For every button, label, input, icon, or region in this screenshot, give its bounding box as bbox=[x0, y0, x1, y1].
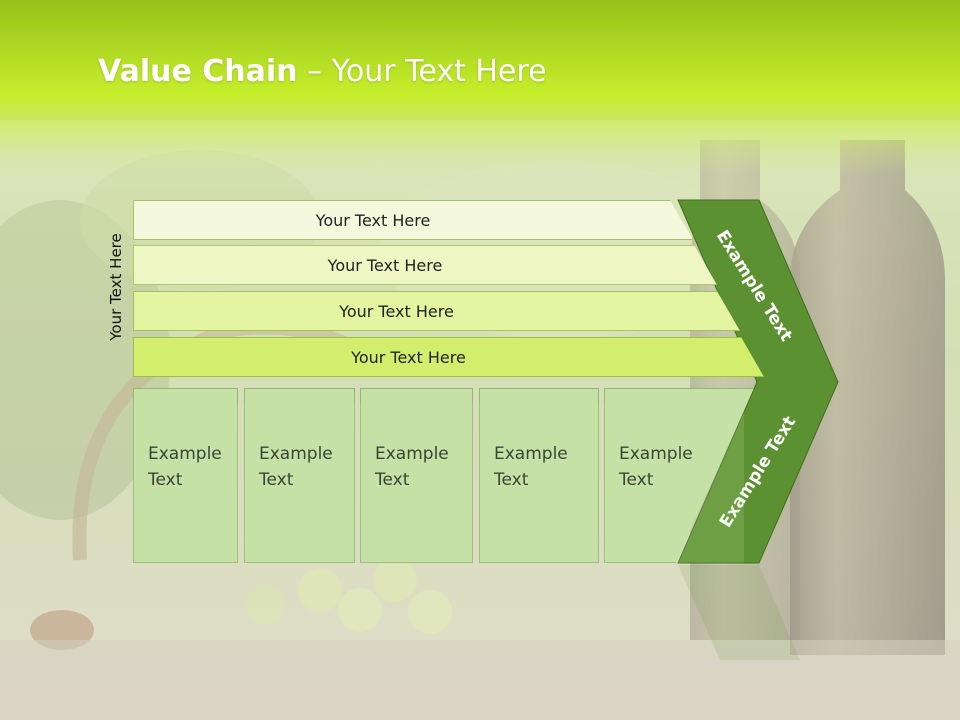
box-line-2: Text bbox=[494, 470, 529, 490]
box-line-1: Example bbox=[494, 444, 568, 464]
chevron-arrow bbox=[677, 199, 839, 564]
support-row-4[interactable]: Your Text Here bbox=[133, 337, 764, 377]
support-row-1[interactable]: Your Text Here bbox=[133, 200, 693, 240]
side-label: Your Text Here bbox=[107, 233, 125, 341]
box-line-1: Example bbox=[375, 444, 449, 464]
title-bold: Value Chain bbox=[98, 54, 298, 89]
primary-box-4[interactable]: Example Text bbox=[479, 388, 599, 563]
box-line-1: Example bbox=[259, 444, 333, 464]
box-line-2: Text bbox=[148, 470, 183, 490]
primary-box-1[interactable]: Example Text bbox=[133, 388, 238, 563]
box-line-2: Text bbox=[375, 470, 410, 490]
support-row-2[interactable]: Your Text Here bbox=[133, 245, 717, 285]
slide-title: Value Chain – Your Text Here bbox=[98, 54, 547, 89]
box-line-1: Example bbox=[619, 444, 693, 464]
box-line-2: Text bbox=[259, 470, 294, 490]
primary-box-2[interactable]: Example Text bbox=[244, 388, 355, 563]
primary-box-3[interactable]: Example Text bbox=[360, 388, 473, 563]
title-rest: – Your Text Here bbox=[297, 54, 547, 89]
box-line-1: Example bbox=[148, 444, 222, 464]
box-line-2: Text bbox=[619, 470, 654, 490]
support-row-3[interactable]: Your Text Here bbox=[133, 291, 740, 331]
